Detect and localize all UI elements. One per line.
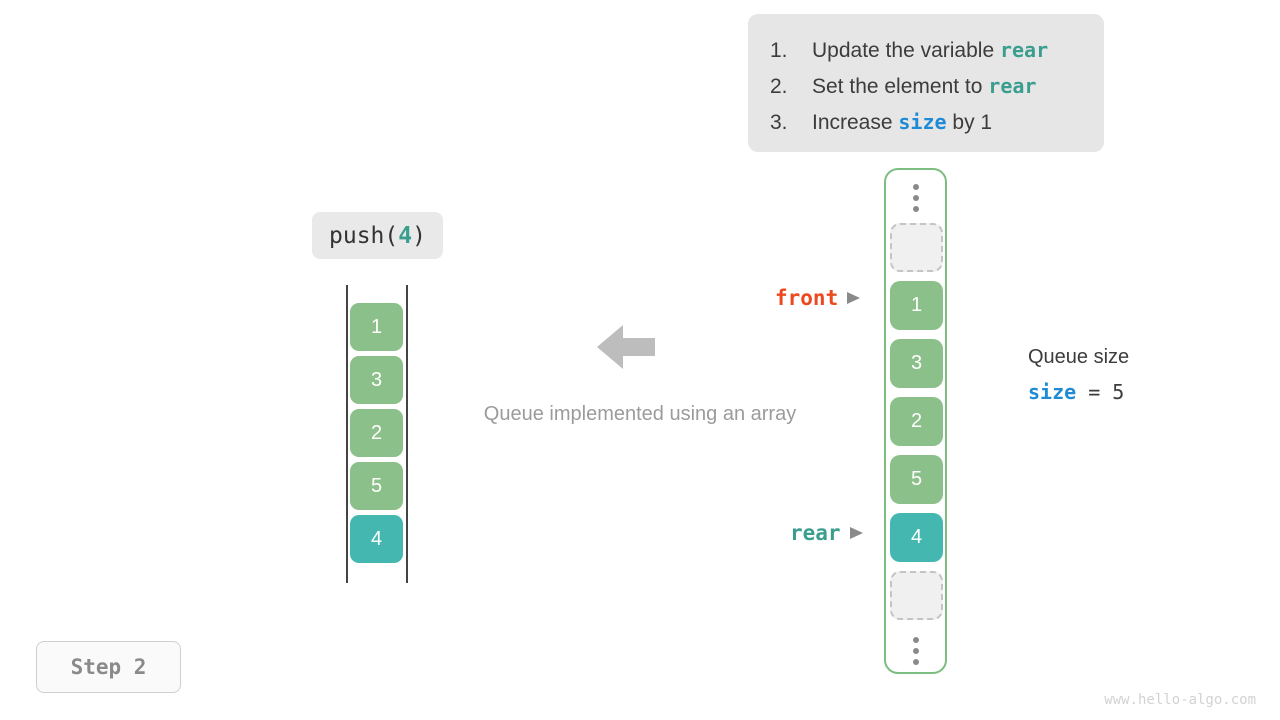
diagram-caption: Queue implemented using an array	[483, 403, 797, 425]
linear-array-cell: 1	[350, 303, 403, 351]
array-rail-left	[346, 285, 348, 583]
pointer-rear-text: rear	[790, 521, 841, 545]
circular-array-empty-slot	[890, 223, 943, 272]
linear-array-cell-value: 5	[370, 474, 383, 497]
circular-array-empty-slot	[890, 571, 943, 620]
queue-size-expression: size = 5	[1028, 380, 1129, 404]
pointer-front-text: front	[775, 286, 839, 310]
operation-argument: 4	[398, 222, 413, 249]
ellipsis-top-icon	[912, 184, 919, 212]
linear-array-cell-value: 3	[370, 368, 383, 391]
pointer-label-front: front	[775, 286, 861, 310]
circular-array-slot: 5	[890, 455, 943, 504]
instruction-step-3: 3. Increase size by 1	[770, 104, 1104, 140]
circular-array-slot: 1	[890, 281, 943, 330]
operation-name: push(	[329, 222, 399, 249]
arrow-left-icon	[597, 322, 655, 372]
instruction-step-2-text: Set the element to rear	[812, 74, 1037, 98]
instruction-step-2: 2. Set the element to rear	[770, 68, 1104, 104]
circular-array-slot-value: 3	[910, 352, 923, 374]
instruction-step-2-number: 2.	[770, 75, 788, 98]
linear-array-cell-value: 1	[370, 315, 383, 338]
instruction-step-3-number: 3.	[770, 111, 788, 134]
circular-array-slot: 2	[890, 397, 943, 446]
step-badge: Step 2	[36, 641, 181, 693]
pointer-arrow-icon	[847, 292, 861, 304]
linear-array-cell: 3	[350, 356, 403, 404]
array-rail-right	[406, 285, 408, 583]
circular-array-slot: 4	[890, 513, 943, 562]
linear-array-cells: 1 3 2 5 4	[350, 303, 403, 568]
circular-array-slot-value: 2	[910, 410, 923, 432]
instruction-step-1-number: 1.	[770, 39, 788, 62]
linear-array-cell: 2	[350, 409, 403, 457]
operation-close-paren: )	[412, 222, 426, 249]
pointer-arrow-icon	[849, 527, 863, 539]
keyword-rear: rear	[999, 38, 1049, 62]
instruction-step-3-text: Increase size by 1	[812, 110, 993, 134]
circular-array-slot-value: 1	[910, 294, 923, 316]
queue-size-equals: =	[1076, 380, 1113, 404]
linear-array-cell-value: 2	[370, 421, 383, 444]
keyword-rear: rear	[988, 74, 1037, 98]
circular-array-slot-value: 4	[910, 526, 923, 548]
instruction-step-1: 1. Update the variable rear	[770, 32, 1104, 68]
circular-array-slot-value: 5	[910, 468, 923, 490]
operation-label: push(4)	[312, 212, 443, 259]
queue-size-readout: Queue size size = 5	[1028, 343, 1129, 404]
circular-array-diagram: 1 3 2 5 4	[884, 168, 947, 674]
keyword-size: size	[898, 110, 947, 134]
circular-array-slot: 3	[890, 339, 943, 388]
instruction-callout: 1. Update the variable rear 2. Set the e…	[748, 14, 1104, 152]
queue-size-title: Queue size	[1028, 346, 1130, 368]
linear-array-cell: 4	[350, 515, 403, 563]
linear-array-diagram: 1 3 2 5 4	[346, 285, 408, 583]
queue-size-value: 5	[1112, 380, 1125, 404]
watermark: www.hello-algo.com	[1104, 692, 1256, 708]
instruction-step-1-text: Update the variable rear	[812, 38, 1049, 62]
linear-array-cell: 5	[350, 462, 403, 510]
queue-size-variable: size	[1028, 380, 1077, 404]
pointer-label-rear: rear	[790, 521, 863, 545]
linear-array-cell-value: 4	[370, 527, 383, 550]
ellipsis-bottom-icon	[912, 637, 919, 665]
